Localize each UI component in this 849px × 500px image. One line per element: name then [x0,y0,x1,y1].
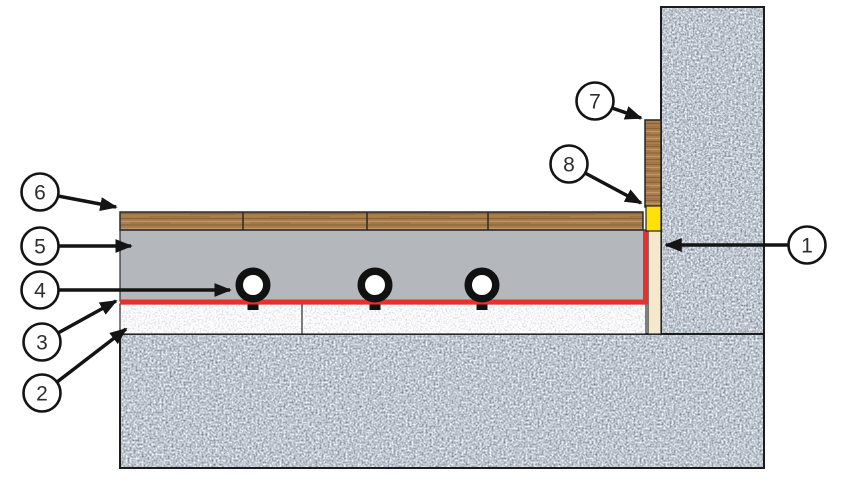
callout-7-arrow [611,106,643,120]
callout-3-arrow [57,299,118,335]
leader-arrows [55,106,788,384]
callout-5-badge: 5 [20,226,60,266]
callout-6-badge: 6 [20,172,60,212]
callout-5-label: 5 [34,236,46,259]
foil-membrane-red [120,230,648,305]
callout-7-label: 7 [589,91,601,114]
callout-6-arrow [57,194,118,211]
callout-2-badge: 2 [22,373,62,413]
concrete-slab [119,333,765,469]
skirting-board [644,119,662,208]
callout-1-badge: 1 [787,225,827,265]
callout-7-badge: 7 [575,81,615,121]
heating-pipe [464,267,500,303]
callout-8-arrow [584,171,643,205]
callout-2-label: 2 [36,383,48,406]
callout-1-label: 1 [801,235,813,258]
heating-pipes [235,267,500,303]
callout-3-label: 3 [36,332,48,355]
callout-8-badge: 8 [549,144,589,184]
callout-4-badge: 4 [20,270,60,310]
callout-badges: 1 2 3 4 5 6 7 8 [20,81,827,413]
concrete-wall [660,6,765,335]
heating-pipe [357,267,393,303]
elastic-joint-sealant [645,205,662,232]
callout-4-label: 4 [34,280,46,303]
insulation-layer [119,303,647,335]
callout-6-label: 6 [34,182,46,205]
callout-2-arrow [55,327,128,384]
edge-insulation-strip [647,229,662,335]
heating-pipe [235,267,271,303]
callout-8-label: 8 [563,154,575,177]
wood-flooring [119,211,644,231]
callout-3-badge: 3 [22,322,62,362]
